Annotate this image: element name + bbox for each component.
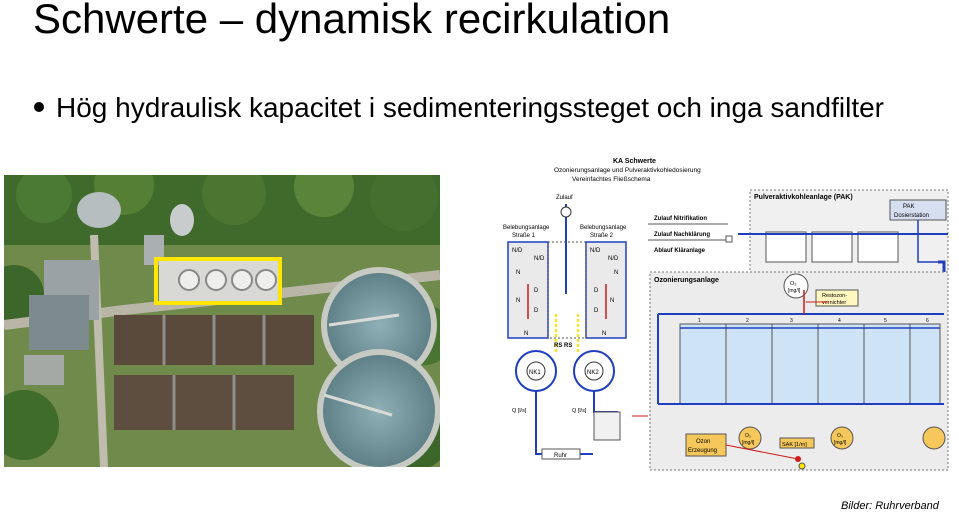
ablauf-klaeranlage: Ablauf Kläranlage bbox=[654, 248, 706, 254]
lane2-label-b: Straße 2 bbox=[590, 233, 614, 239]
stage-3: 3 bbox=[790, 318, 793, 324]
o3-mgl-c: O₃ bbox=[837, 433, 843, 439]
nd-label-2: N/D bbox=[534, 256, 545, 262]
n-label-2: N bbox=[516, 298, 520, 304]
q-label-1: Q [l/s] bbox=[512, 408, 527, 414]
bullet-icon bbox=[34, 102, 44, 112]
n-label-1: N bbox=[516, 270, 520, 276]
nd-label-1: N/D bbox=[512, 248, 523, 254]
sak-label: SAK [1/m] bbox=[782, 442, 807, 448]
pak-dosier-a: PAK bbox=[903, 204, 915, 210]
nd-label-3: N/D bbox=[590, 248, 601, 254]
flow-schema-drawing: KA Schwerte Ozonierungsanlage und Pulver… bbox=[498, 154, 950, 472]
ozon-erzeugung-b: Erzeugung bbox=[688, 448, 717, 454]
pak-title: Pulveraktivkohleanlage (PAK) bbox=[754, 194, 853, 201]
flow-schema: KA Schwerte Ozonierungsanlage und Pulver… bbox=[498, 154, 950, 472]
n-label-6: N bbox=[602, 331, 606, 337]
zulauf-nachklaerung: Zulauf Nachklärung bbox=[654, 232, 710, 238]
nk1-label: NK1 bbox=[529, 370, 541, 376]
lane2-label-a: Belebungsanlage bbox=[580, 225, 627, 231]
q-label-2: Q [l/s] bbox=[572, 408, 587, 414]
pak-dosier-b: Dosierstation bbox=[894, 213, 929, 219]
o3-label-a: O₃ bbox=[790, 281, 797, 287]
lane1-label-a: Belebungsanlage bbox=[503, 225, 550, 231]
stage-6: 6 bbox=[926, 318, 929, 324]
ruhr-label: Ruhr bbox=[554, 453, 567, 459]
restozon-a: Restozon- bbox=[822, 293, 847, 299]
o3-mgl-d: [mg/l] bbox=[834, 440, 847, 446]
image-credit: Bilder: Ruhrverband bbox=[841, 500, 939, 512]
o3-mgl-b: [mg/l] bbox=[742, 440, 755, 446]
bullet-item: Hög hydraulisk kapacitet i sedimentering… bbox=[34, 90, 884, 126]
zulauf-nitrifikation: Zulauf Nitrifikation bbox=[654, 216, 707, 222]
ozon-erzeugung-a: Ozon bbox=[696, 439, 710, 445]
restozon-b: vernichter bbox=[822, 300, 846, 306]
bullet-text: Hög hydraulisk kapacitet i sedimentering… bbox=[56, 92, 884, 123]
o3-mgl-a: O₃ bbox=[745, 433, 751, 439]
nd-label-4: N/D bbox=[608, 256, 619, 262]
n-label-4: N bbox=[614, 270, 618, 276]
schema-heading-1: KA Schwerte bbox=[613, 158, 656, 165]
n-label-5: N bbox=[610, 298, 614, 304]
ozon-title: Ozonierungsanlage bbox=[654, 277, 719, 284]
o3-label-b: [mg/l] bbox=[788, 288, 801, 294]
n-label-3: N bbox=[524, 331, 528, 337]
aerial-photo bbox=[4, 175, 440, 467]
lane1-label-b: Straße 1 bbox=[512, 233, 536, 239]
nk2-label: NK2 bbox=[587, 370, 599, 376]
d-label-2: D bbox=[534, 308, 539, 314]
d-label-1: D bbox=[534, 288, 539, 294]
d-label-4: D bbox=[594, 308, 599, 314]
aerial-photo-drawing bbox=[4, 175, 440, 467]
ozon-reactor bbox=[658, 314, 944, 404]
stage-4: 4 bbox=[838, 318, 841, 324]
rs-label: RS RS bbox=[554, 343, 572, 349]
stage-1: 1 bbox=[698, 318, 701, 324]
d-label-3: D bbox=[594, 288, 599, 294]
schema-heading-2: Ozonierungsanlage und Pulveraktivkohledo… bbox=[554, 167, 701, 174]
stage-2: 2 bbox=[746, 318, 749, 324]
slide-title: Schwerte – dynamisk recirkulation bbox=[33, 0, 670, 44]
stage-5: 5 bbox=[884, 318, 887, 324]
zulauf-label: Zulauf bbox=[556, 195, 573, 201]
schema-heading-3: Vereinfachtes Fließschema bbox=[572, 176, 651, 183]
